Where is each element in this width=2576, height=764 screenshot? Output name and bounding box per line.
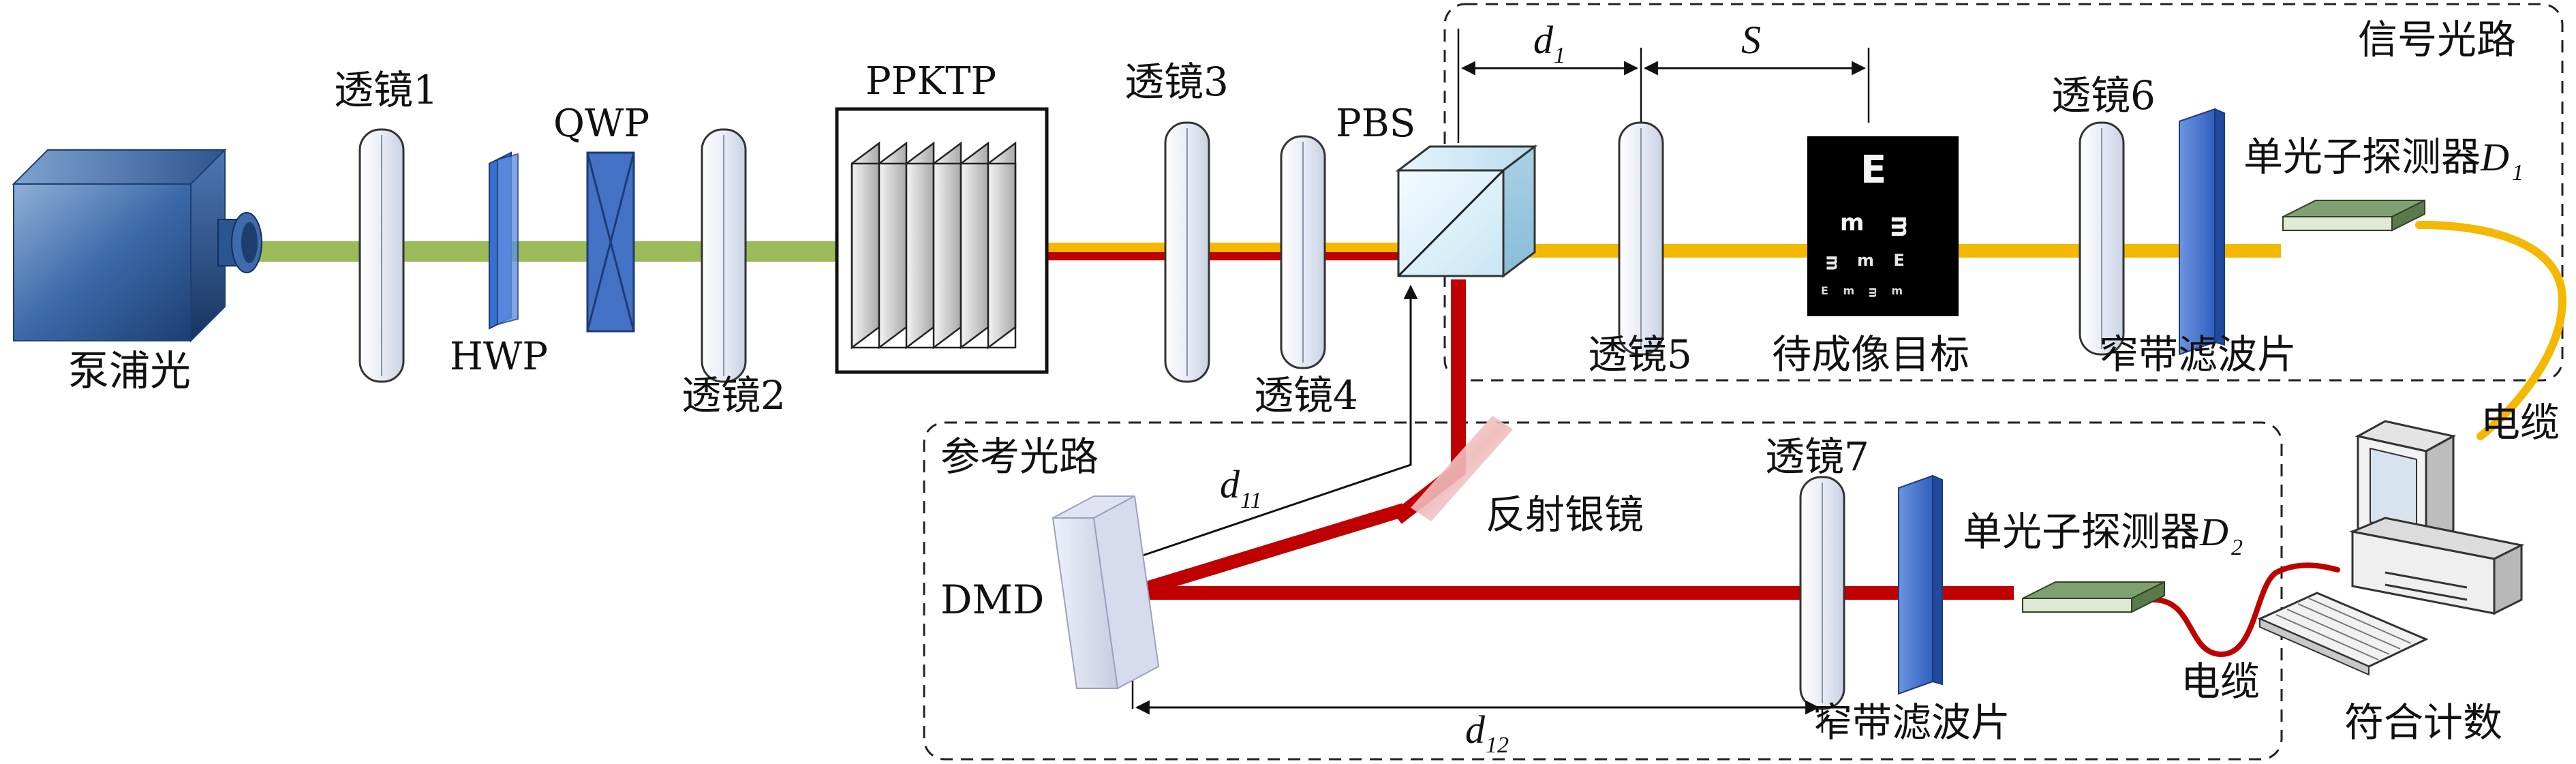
pump-beam (259, 241, 845, 262)
svg-text:12: 12 (1486, 733, 1509, 758)
lens-1-label: 透镜1 (334, 67, 438, 113)
svg-text:d: d (1465, 707, 1486, 752)
svg-text:E: E (1860, 148, 1886, 192)
keyboard-icon (2257, 592, 2429, 676)
narrowband-filter-2 (1898, 474, 1943, 695)
lens-6-label: 透镜6 (2051, 72, 2156, 119)
single-photon-detector-2 (2022, 581, 2165, 613)
quarter-wave-plate (586, 151, 635, 333)
hwp-label: HWP (450, 335, 548, 379)
s-label: S (1741, 18, 1761, 62)
single-photon-detector-1 (2282, 199, 2425, 232)
lens-3-label: 透镜3 (1124, 59, 1229, 105)
pbs-label: PBS (1336, 102, 1415, 146)
d12-label: d 12 (1465, 707, 1509, 758)
cable-1-label: 电缆 (2481, 399, 2560, 446)
coincidence-label: 符合计数 (2344, 699, 2502, 746)
dmd-device (1052, 495, 1160, 690)
lens-3 (1164, 121, 1210, 383)
lens-5 (1618, 121, 1664, 356)
reference-fiber (2151, 562, 2340, 658)
lens-4 (1280, 135, 1326, 369)
pbs-cube (1395, 144, 1538, 279)
detector-2-label: 单光子探测器 D 2 (1963, 508, 2243, 560)
lens-2-label: 透镜2 (681, 372, 786, 418)
lens-7 (1799, 476, 1845, 710)
svg-text:d: d (1533, 18, 1554, 62)
svg-text:D: D (2480, 135, 2509, 179)
signal-path-box (1443, 3, 2564, 382)
half-wave-plate (489, 151, 519, 330)
cable-2-label: 电缆 (2181, 658, 2260, 705)
ppktp-label: PPKTP (865, 59, 996, 104)
detector-1-label: 单光子探测器 D 1 (2243, 134, 2524, 185)
svg-text:D: D (2199, 510, 2228, 554)
svg-text:m ᴟ: m ᴟ (1840, 209, 1917, 236)
svg-text:2: 2 (2231, 535, 2243, 560)
mirror-label: 反射银镜 (1486, 491, 1644, 538)
lens-4-label: 透镜4 (1254, 372, 1358, 418)
signal-path-label: 信号光路 (2358, 16, 2516, 63)
svg-text:单光子探测器: 单光子探测器 (2243, 134, 2481, 180)
lens-2 (701, 128, 747, 383)
idler-beam-pre-pbs (1043, 252, 1404, 260)
svg-text:E m ᴟ m: E m ᴟ m (1821, 284, 1908, 297)
d1-label: d 1 (1533, 18, 1565, 68)
svg-text:ᴟ m E: ᴟ m E (1826, 251, 1912, 270)
qwp-label: QWP (553, 102, 649, 146)
svg-text:1: 1 (2512, 160, 2524, 185)
eye-chart-icon: E m ᴟ ᴟ m E E m ᴟ m (1807, 136, 1959, 316)
idler-beam-to-dmd (1129, 503, 1406, 600)
svg-text:单光子探测器: 单光子探测器 (1963, 508, 2200, 555)
silver-mirror (1411, 416, 1513, 521)
lens-1 (358, 128, 405, 383)
reference-beam (1131, 586, 2014, 600)
laser-box-icon (12, 148, 262, 343)
ppktp-crystal (835, 107, 1049, 374)
signal-beam-pre-pbs (1043, 243, 1404, 252)
lens-7-label: 透镜7 (1765, 433, 1869, 480)
filter-2-label: 窄带滤波片 (1813, 699, 2010, 746)
target-label: 待成像目标 (1772, 331, 1969, 378)
lens-6 (2079, 121, 2125, 356)
reference-path-box (923, 421, 2283, 761)
d11-arrow (1132, 284, 1418, 560)
lens-5-label: 透镜5 (1588, 331, 1692, 378)
svg-text:1: 1 (1554, 43, 1565, 68)
narrowband-filter-1 (2179, 108, 2225, 356)
pump-label: 泵浦光 (68, 348, 191, 395)
dmd-label: DMD (940, 577, 1044, 623)
d11-label: d 11 (1220, 462, 1261, 513)
signal-fiber (2415, 221, 2567, 440)
filter-1-label: 窄带滤波片 (2099, 331, 2297, 378)
reference-path-label: 参考光路 (940, 433, 1099, 480)
computer-icon (2348, 420, 2525, 615)
svg-text:11: 11 (1240, 488, 1261, 513)
svg-text:d: d (1220, 462, 1240, 506)
